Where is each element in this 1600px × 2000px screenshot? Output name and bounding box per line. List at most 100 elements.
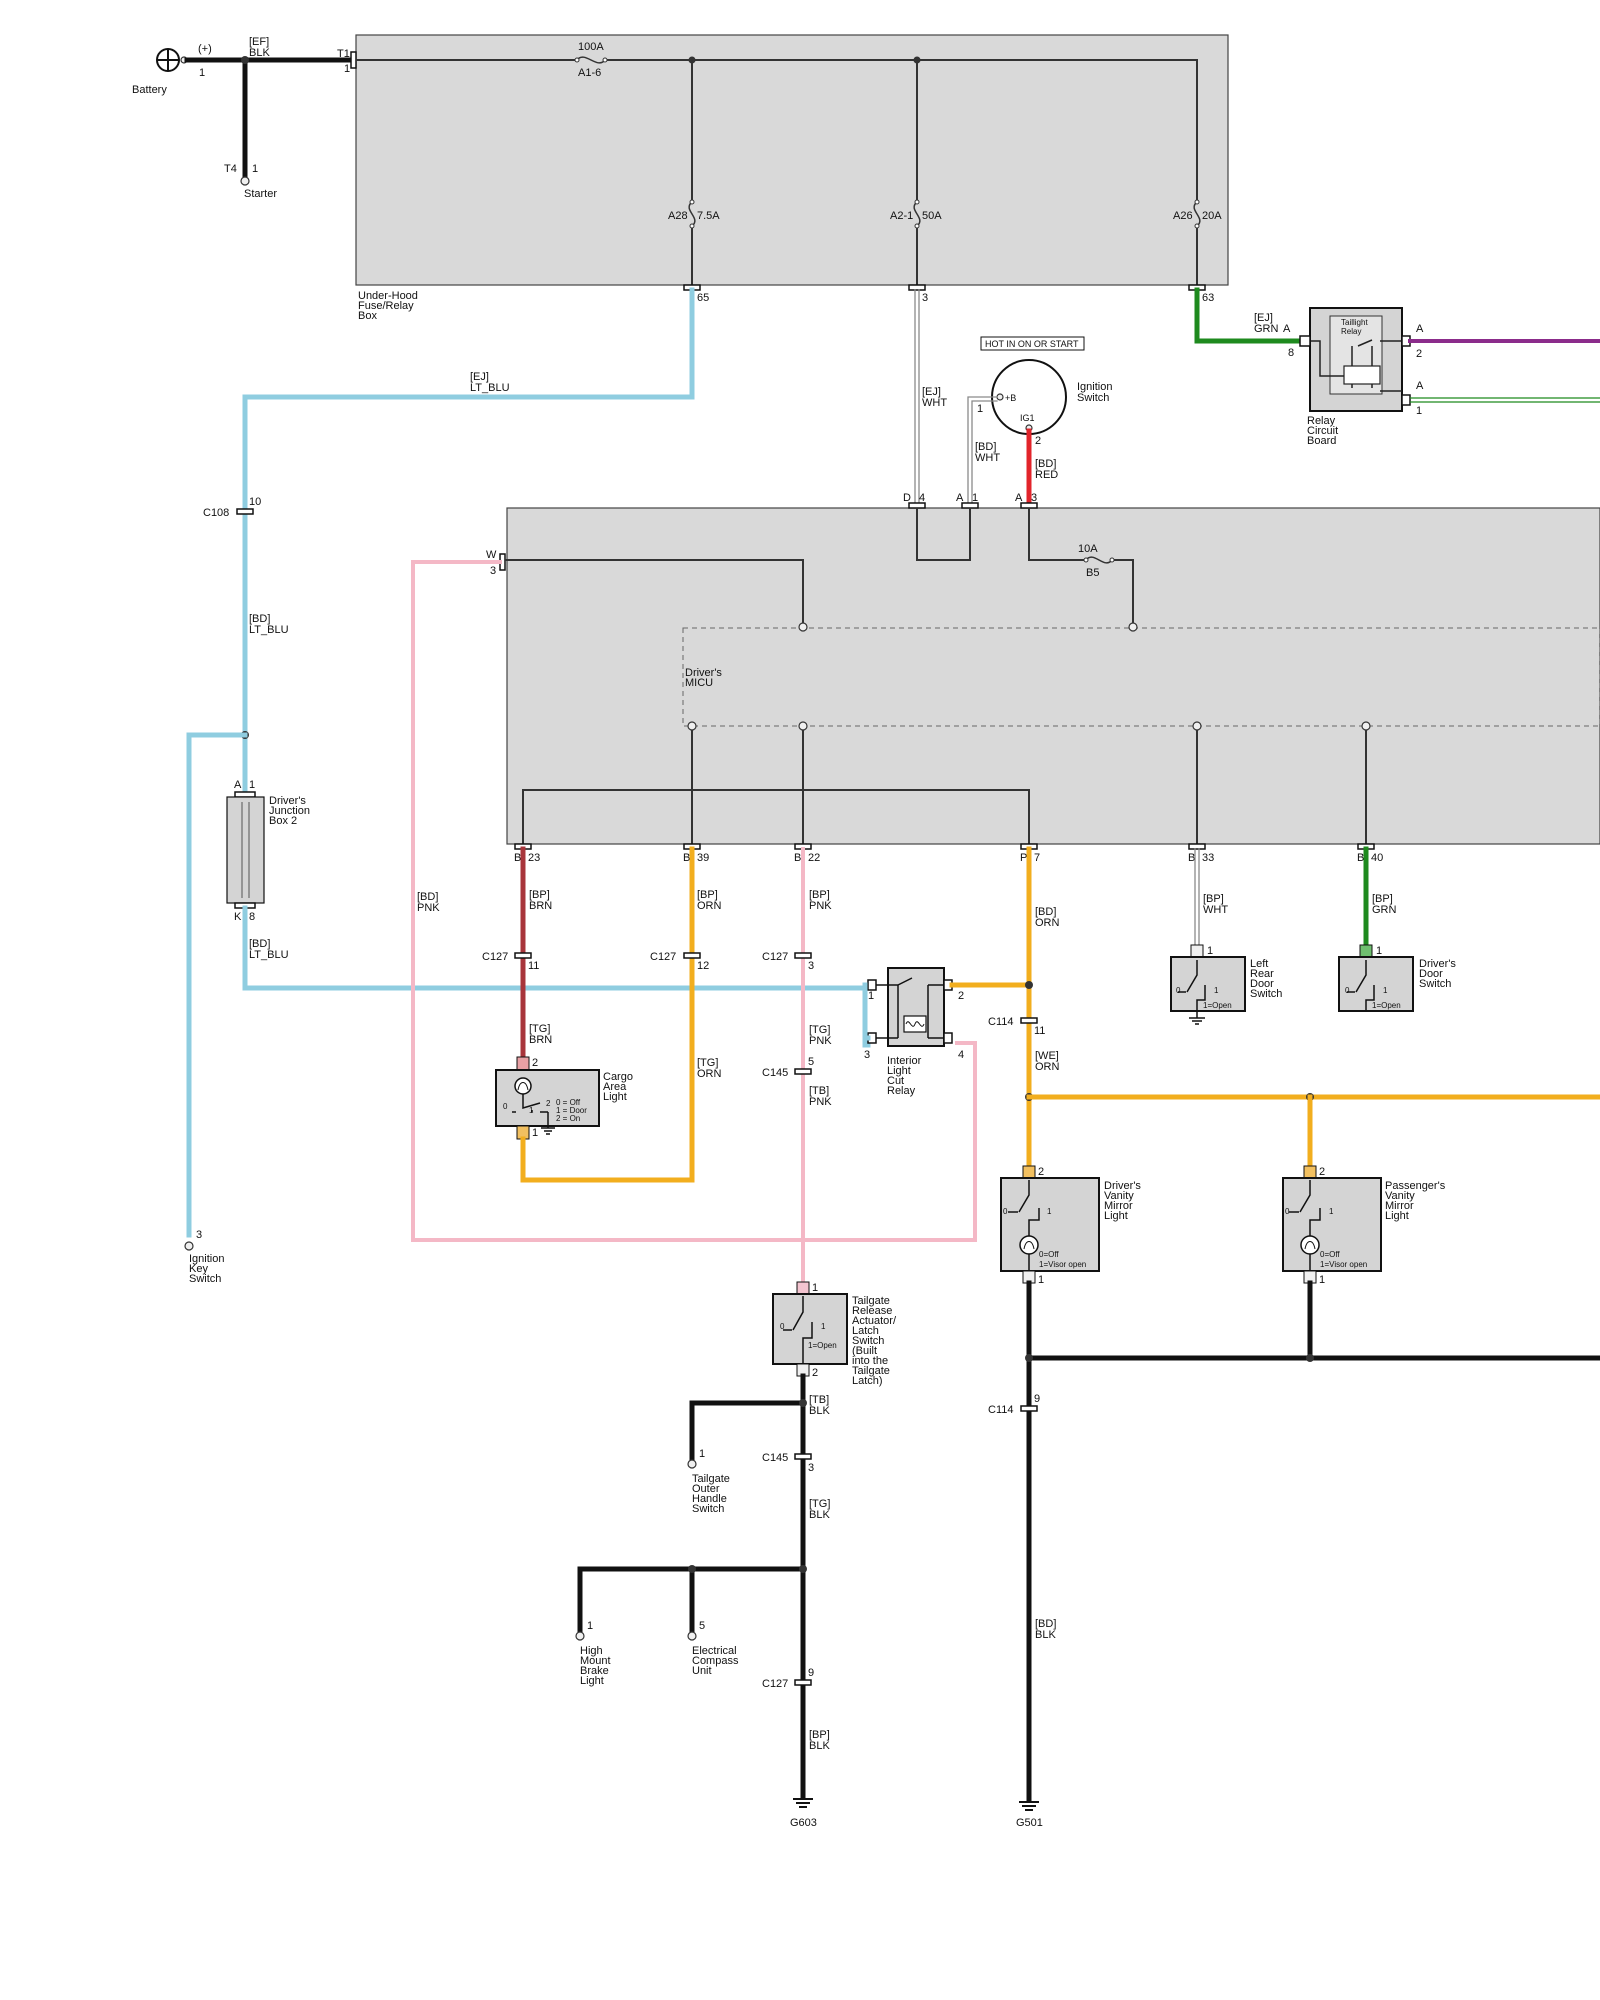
wire-bp-grn-color: GRN: [1372, 904, 1397, 916]
hmsl-label-4: Light: [580, 1675, 604, 1687]
under-hood-fuse-relay-box: [355, 34, 1229, 286]
fuse-100a-id: A1-6: [578, 67, 601, 79]
compass-label-2: Compass: [692, 1655, 739, 1667]
cargo-pin-bot-label: 1: [532, 1127, 538, 1139]
c145-5-connector: [794, 1068, 812, 1075]
starter-pin: 1: [252, 163, 258, 175]
ignition-b-terminal: [996, 393, 1004, 401]
t1-connector: [350, 51, 357, 69]
c127-3-label: C127: [762, 951, 788, 963]
c127-9-pin: 9: [808, 1667, 814, 1679]
c114-9-connector: [1020, 1405, 1038, 1412]
cut-relay-label-1: Interior: [887, 1055, 922, 1067]
cargo-label-1: Cargo: [603, 1071, 633, 1083]
tailgate-ground-splice-2: [799, 1565, 807, 1573]
cargo-pos-2: 2: [546, 1099, 551, 1108]
wire-bp-orn-code: [BP]: [697, 889, 718, 901]
c127-9-connector: [794, 1679, 812, 1686]
conn-3: [908, 284, 926, 291]
c127-12-connector: [683, 952, 701, 959]
wire-bd-orn-color: ORN: [1035, 917, 1060, 929]
wire-bp-wht-code: [BP]: [1203, 893, 1224, 905]
cut-relay-label-2: Light: [887, 1065, 911, 1077]
drivers-micu-box: [506, 507, 1600, 845]
jbox-top-pin: 1: [249, 779, 255, 791]
ignition-pin-b: +B: [1005, 393, 1016, 403]
left-rear-label-2: Rear: [1250, 968, 1274, 980]
cargo-pos-0: 0: [503, 1102, 508, 1111]
c114-11-pin: 11: [1034, 1025, 1045, 1037]
ignition-key-label-2: Key: [189, 1263, 208, 1275]
cargo-switch-contacts: [512, 1094, 549, 1118]
ignition-key-terminal: [184, 1241, 194, 1251]
micu-b39-pin: 39: [697, 852, 709, 864]
relay-coil: [1343, 365, 1381, 385]
micu-inner-term-5: [1192, 721, 1202, 731]
fuse-a28-id: A28: [668, 210, 688, 222]
compass-pin: 5: [699, 1620, 705, 1632]
cargo-pin-top-label: 2: [532, 1057, 538, 1069]
drv-vanity-legend-1: 0=Off: [1039, 1250, 1059, 1259]
ignition-key-label-1: Ignition: [189, 1253, 224, 1265]
bus-junction-1: [688, 56, 696, 64]
ignition-label-1: Ignition: [1077, 381, 1112, 393]
tailgate-label-7: into the: [852, 1355, 888, 1367]
c145-5-label: C145: [762, 1067, 788, 1079]
wire-ej-grn-pin-a: A: [1283, 323, 1291, 335]
micu-b40: B: [1357, 852, 1364, 864]
wire-bd-red-code: [BD]: [1035, 458, 1056, 470]
wire-tg-brn-color: BRN: [529, 1034, 552, 1046]
micu-a1: A: [956, 492, 964, 504]
c127-3-connector: [794, 952, 812, 959]
micu-d-pin: 4: [919, 492, 925, 504]
wire-bp-grn-code: [BP]: [1372, 893, 1393, 905]
fuse-100a-rating: 100A: [578, 41, 604, 53]
micu-label-1: Driver's: [685, 667, 722, 679]
pass-vanity-pin-bot-label: 1: [1319, 1274, 1325, 1286]
wire-tg-orn-color: ORN: [697, 1068, 722, 1080]
c145-3-connector: [794, 1453, 812, 1460]
conn-3-pin: 3: [922, 292, 928, 304]
left-rear-ground-icon: [1189, 1017, 1205, 1025]
drv-vanity-pos-1: 1: [1047, 1207, 1052, 1216]
relay-pin-a2: A: [1416, 380, 1424, 392]
ignition-badge-box: [980, 336, 1085, 351]
wire-ej-grn-code: [EJ]: [1254, 312, 1273, 324]
driver-door-legend: 1=Open: [1372, 1001, 1401, 1010]
tailgate-pos-1: 1: [821, 1322, 826, 1331]
tailgate-pin-top-label: 1: [812, 1282, 818, 1294]
compass-terminal: [687, 1631, 697, 1641]
wire-ej-wht-color: WHT: [922, 397, 947, 409]
wire-ej-grn-color: GRN: [1254, 323, 1279, 335]
driver-door-switch-contacts: [1347, 960, 1375, 1011]
c145-5-pin: 5: [808, 1056, 814, 1068]
fuse-a26-symbol: [1191, 199, 1203, 229]
left-rear-pin-label: 1: [1207, 945, 1213, 957]
wire-bd-blk-code: [BD]: [1035, 1618, 1056, 1630]
wire-ej-ltblu-color: LT_BLU: [470, 382, 510, 394]
g501-label: G501: [1016, 1817, 1043, 1829]
vanity-ground-splice-2: [1306, 1354, 1314, 1362]
wire-bd-ltblu2-code: [BD]: [249, 938, 270, 950]
underhood-bus: [356, 59, 1198, 210]
wire-bd-ltblu2-color: LT_BLU: [249, 949, 289, 961]
relay-pin-a1: A: [1416, 323, 1424, 335]
wire-bd-ltblu1-color: LT_BLU: [249, 624, 289, 636]
wire-bd-ltblu1-code: [BD]: [249, 613, 270, 625]
g603-label: G603: [790, 1817, 817, 1829]
micu-w: W: [486, 549, 497, 561]
battery-splice: [241, 56, 249, 64]
ignition-pin-1: 1: [977, 403, 983, 415]
micu-p7-pin: 7: [1034, 852, 1040, 864]
driver-door-label-2: Door: [1419, 968, 1443, 980]
wire-bp-orn-color: ORN: [697, 900, 722, 912]
outer-handle-pin: 1: [699, 1448, 705, 1460]
underhood-label-2: Fuse/Relay: [358, 300, 414, 312]
tailgate-label-1: Tailgate: [852, 1295, 890, 1307]
pass-vanity-label-2: Vanity: [1385, 1190, 1415, 1202]
driver-door-pin: [1359, 944, 1373, 958]
left-rear-door-switch: [1170, 956, 1246, 1012]
wire-ground-hmsl-compass: [577, 1566, 806, 1635]
outer-handle-terminal: [687, 1459, 697, 1469]
c127-12-pin: 12: [697, 960, 709, 972]
